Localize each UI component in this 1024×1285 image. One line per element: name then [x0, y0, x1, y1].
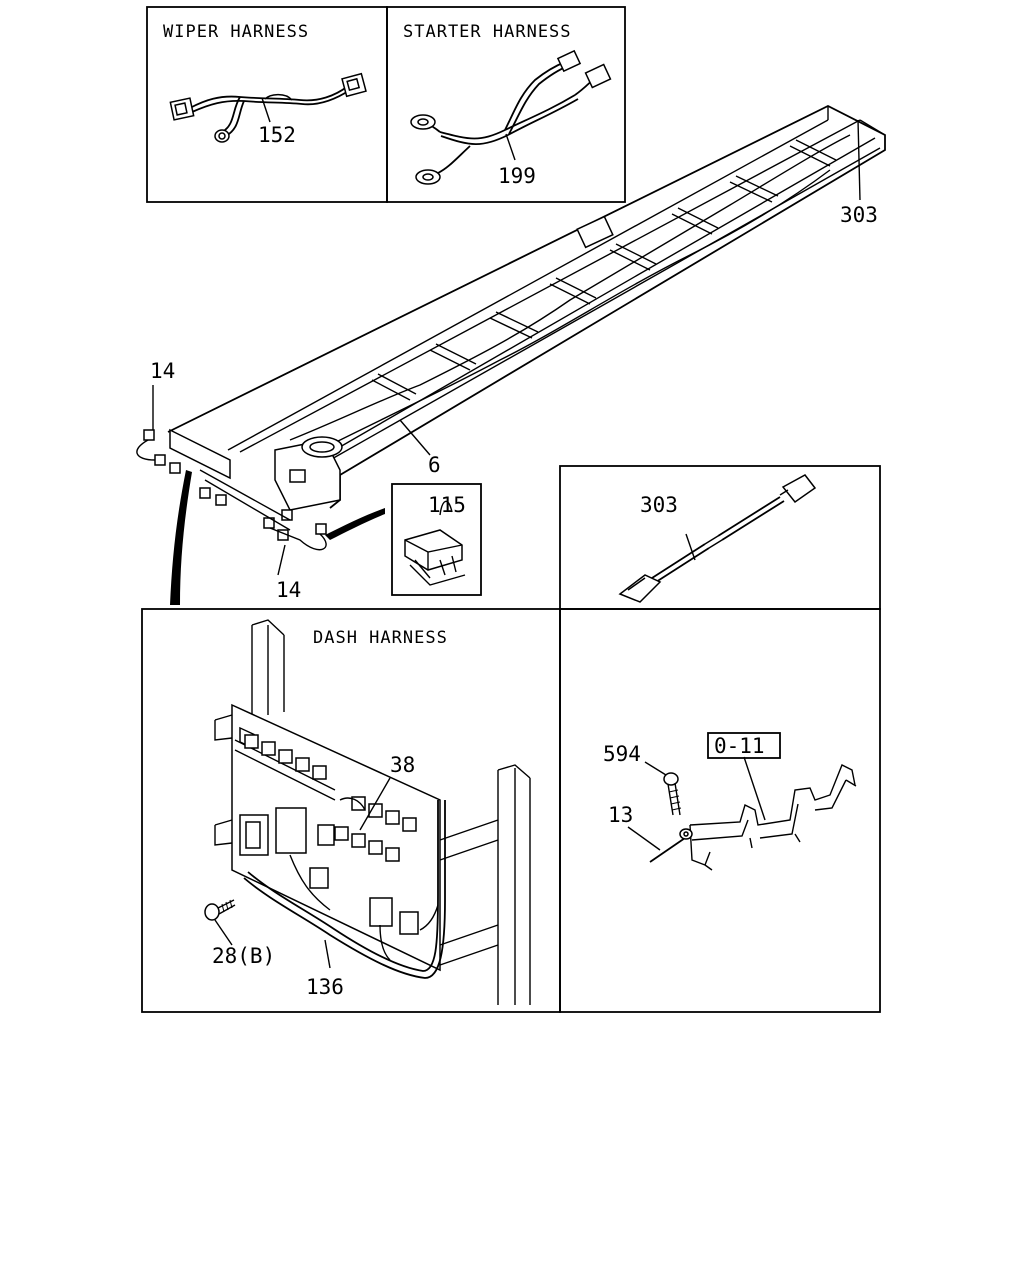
- callout-14-bottom: 14: [276, 578, 301, 602]
- reference-0-11: 0-11: [714, 734, 765, 758]
- dash-panel-title: DASH HARNESS: [313, 628, 448, 648]
- ground-detail-panel: 594 13 0-11: [559, 608, 881, 1013]
- wiper-harness-panel: WIPER HARNESS 152: [146, 6, 388, 203]
- relay-115-panel: 115: [391, 483, 482, 596]
- starter-harness-panel: STARTER HARNESS 199: [386, 6, 626, 203]
- callout-199: 199: [498, 164, 536, 188]
- detail-303-panel: 303: [559, 465, 881, 610]
- chassis-frame-drawing: [136, 104, 886, 605]
- relay-115-frame: [391, 483, 482, 596]
- reference-box-0-11: [707, 732, 781, 759]
- ground-panel-frame: [559, 608, 881, 1013]
- callout-115: 115: [428, 493, 466, 517]
- relay-115-drawing: [404, 500, 466, 586]
- wiper-harness-drawing: [169, 72, 367, 143]
- callout-303-frame: 303: [840, 203, 878, 227]
- callout-152: 152: [258, 123, 296, 147]
- callout-136: 136: [306, 975, 344, 999]
- starter-panel-frame: [386, 6, 626, 203]
- callout-594: 594: [603, 742, 641, 766]
- callout-13: 13: [608, 803, 633, 827]
- cable-303-drawing: [618, 474, 817, 603]
- dash-harness-drawing: [204, 619, 531, 1005]
- callout-6: 6: [428, 453, 441, 477]
- detail-303-frame: [559, 465, 881, 610]
- wiper-panel-title: WIPER HARNESS: [163, 22, 309, 42]
- dash-harness-panel: DASH HARNESS: [141, 608, 561, 1013]
- starter-panel-title: STARTER HARNESS: [403, 22, 572, 42]
- ground-detail-drawing: [627, 756, 857, 871]
- callout-14-top: 14: [150, 359, 175, 383]
- callout-38: 38: [390, 753, 415, 777]
- starter-harness-drawing: [410, 49, 612, 185]
- callout-303-detail: 303: [640, 493, 678, 517]
- callout-28b: 28(B): [212, 944, 275, 968]
